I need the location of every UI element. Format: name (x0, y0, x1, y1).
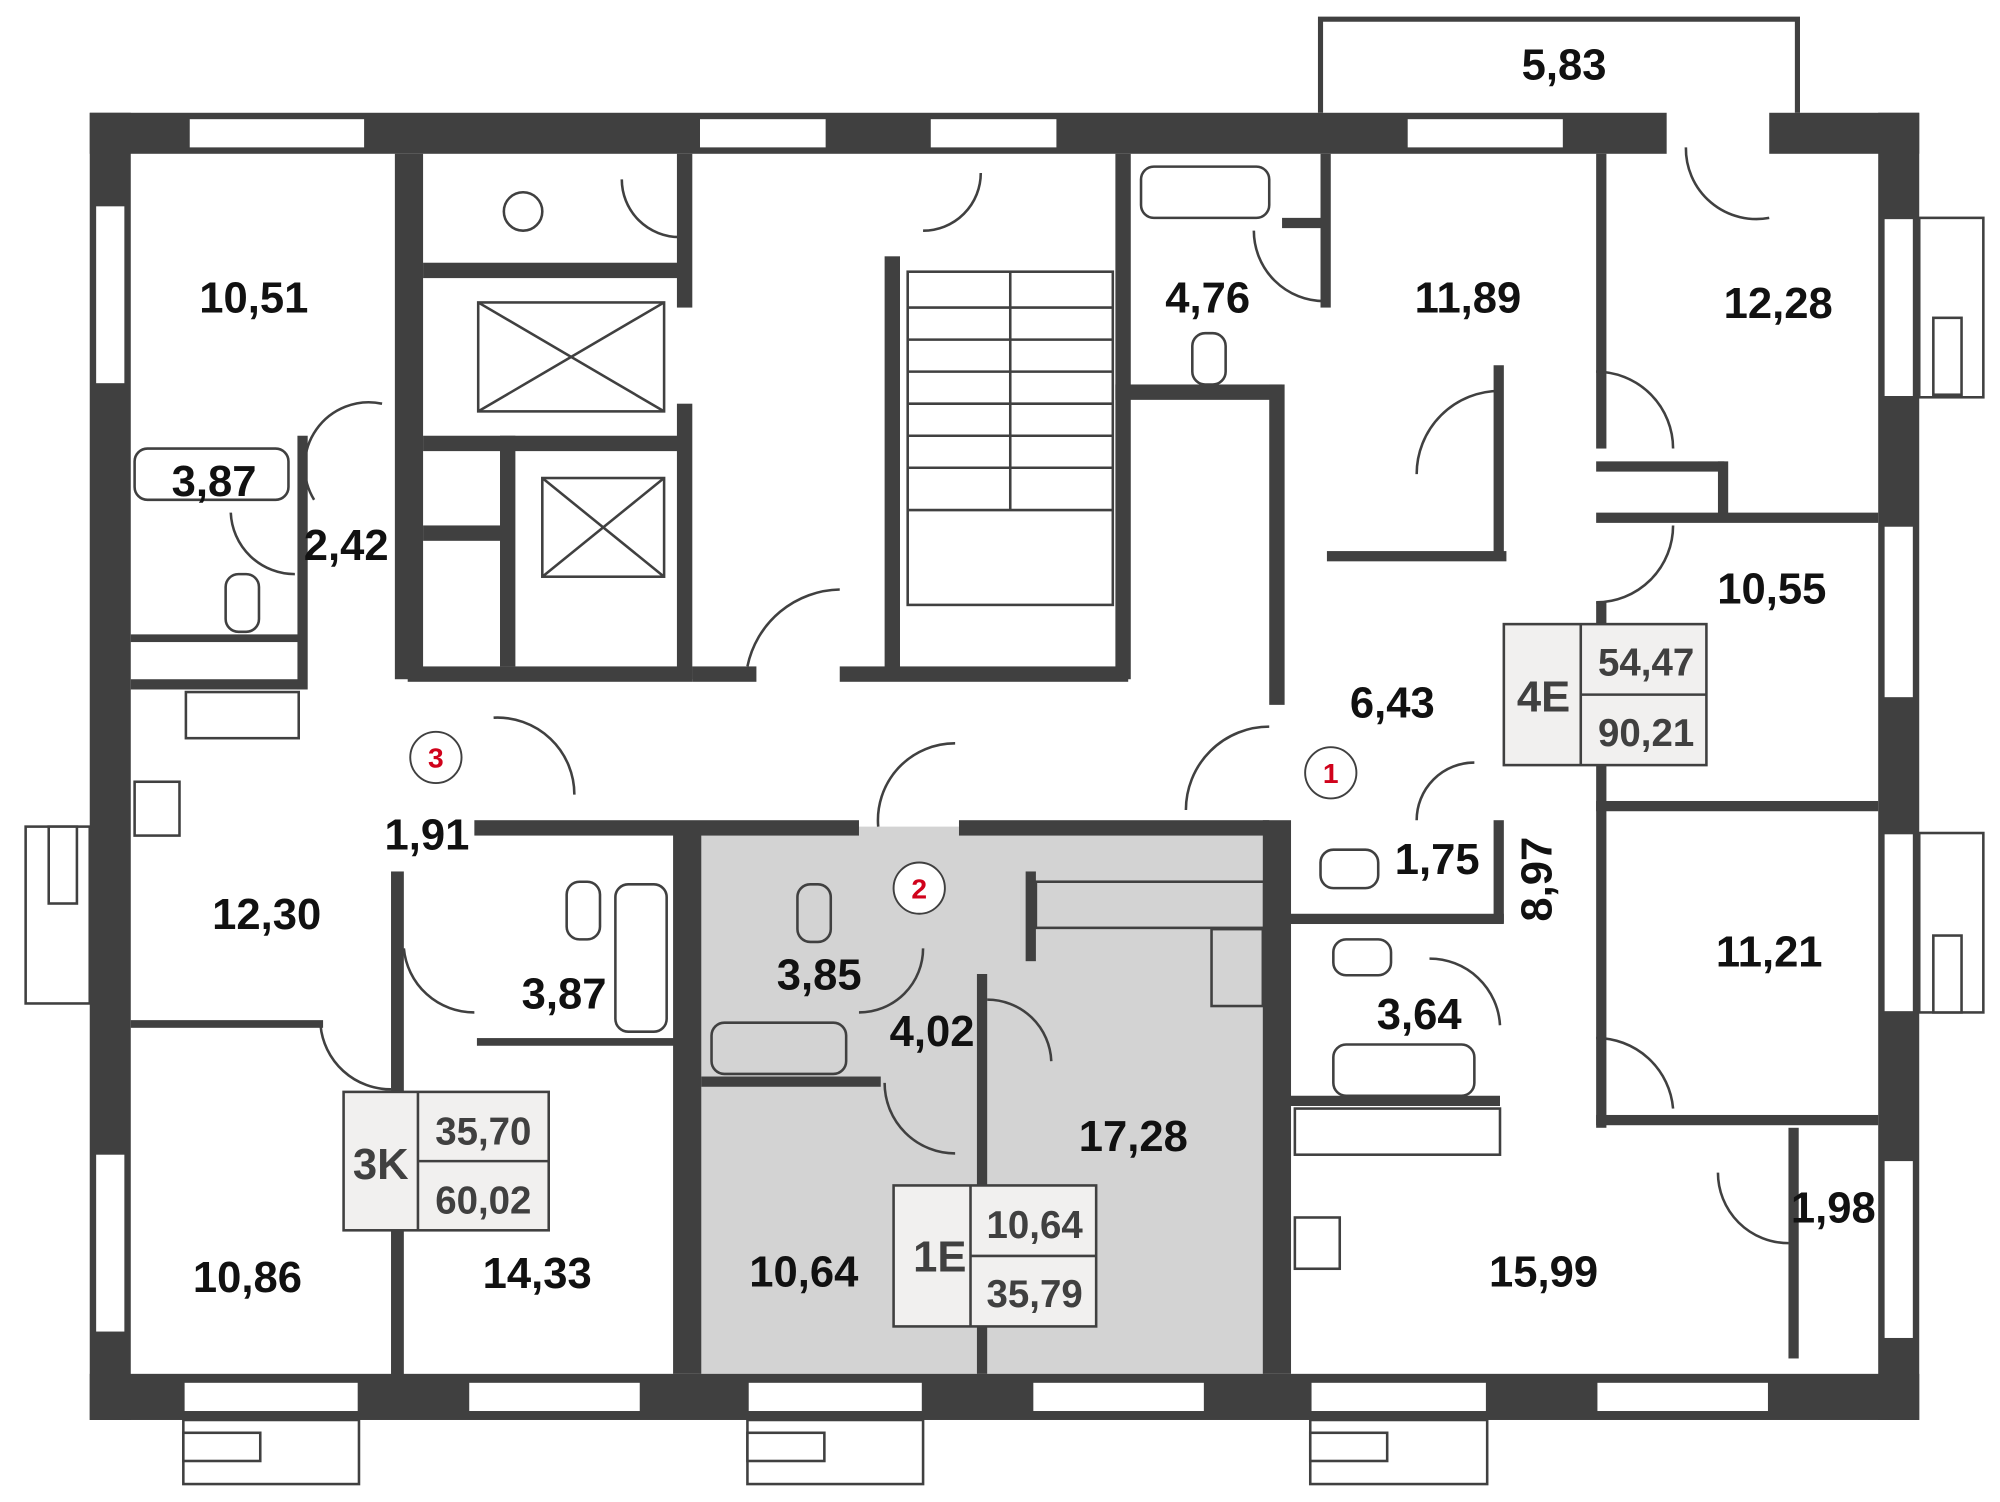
room-area: 17,28 (1079, 1113, 1188, 1161)
room-area: 5,83 (1522, 41, 1607, 89)
total-area: 35,79 (987, 1273, 1083, 1316)
interior-walls (130, 153, 1879, 1385)
svg-text:1: 1 (1323, 757, 1339, 789)
room-area: 3,87 (522, 971, 607, 1019)
balconies (24, 16, 1985, 1486)
room-area: 14,33 (483, 1250, 592, 1298)
room-area: 1,75 (1395, 836, 1480, 884)
room-area: 4,02 (890, 1008, 975, 1056)
windows (93, 116, 1916, 1414)
room-labels: 10,51 3,87 2,42 12,30 1,91 3,87 10,86 14… (172, 41, 1876, 1301)
room-area: 10,64 (749, 1249, 858, 1297)
room-area: 15,99 (1489, 1249, 1598, 1297)
room-area: 1,91 (385, 812, 470, 860)
entrance-marker-3[interactable]: 3 (409, 730, 463, 785)
living-area: 35,70 (435, 1110, 531, 1153)
room-area: 10,55 (1717, 566, 1826, 614)
room-area: 11,89 (1415, 275, 1522, 323)
apartment-type: 4E (1517, 673, 1570, 721)
stairs (906, 270, 1115, 607)
entrance-marker-2[interactable]: 2 (892, 861, 946, 915)
living-area: 10,64 (987, 1204, 1084, 1247)
total-area: 60,02 (435, 1180, 531, 1223)
room-area: 10,51 (199, 275, 308, 323)
apartment-summary-4e[interactable]: 4E 54,47 90,21 (1502, 622, 1708, 767)
room-area: 10,86 (193, 1254, 302, 1302)
doors (229, 147, 1789, 1245)
room-area: 4,76 (1165, 275, 1250, 323)
elevator-icon (476, 301, 666, 578)
total-area: 90,21 (1598, 712, 1694, 755)
room-area: 3,85 (777, 951, 862, 999)
room-area: 11,21 (1716, 928, 1823, 976)
apartment-summary-1e[interactable]: 1E 10,64 35,79 (892, 1184, 1098, 1328)
room-area: 12,28 (1724, 280, 1833, 328)
room-area: 3,87 (172, 458, 257, 506)
kitchen-fixtures (133, 690, 1502, 1271)
entrance-marker-1[interactable]: 1 (1304, 746, 1358, 800)
room-area: 8,97 (1513, 837, 1561, 922)
room-area: 3,64 (1377, 991, 1462, 1039)
toilet-icon (224, 190, 1393, 977)
svg-text:2: 2 (911, 872, 927, 904)
apartment-summary-3k[interactable]: 3K 35,70 60,02 (342, 1090, 550, 1232)
room-area: 2,42 (304, 522, 389, 570)
apartment-type: 3K (353, 1141, 409, 1189)
room-area: 6,43 (1350, 680, 1435, 728)
room-area: 12,30 (212, 891, 321, 939)
apartment-1e-hall-highlight (858, 826, 959, 840)
apartment-type: 1E (913, 1233, 966, 1281)
living-area: 54,47 (1598, 641, 1694, 684)
bathtub-icon (133, 165, 1476, 1098)
svg-text:3: 3 (428, 742, 444, 774)
room-area: 1,98 (1791, 1185, 1876, 1233)
